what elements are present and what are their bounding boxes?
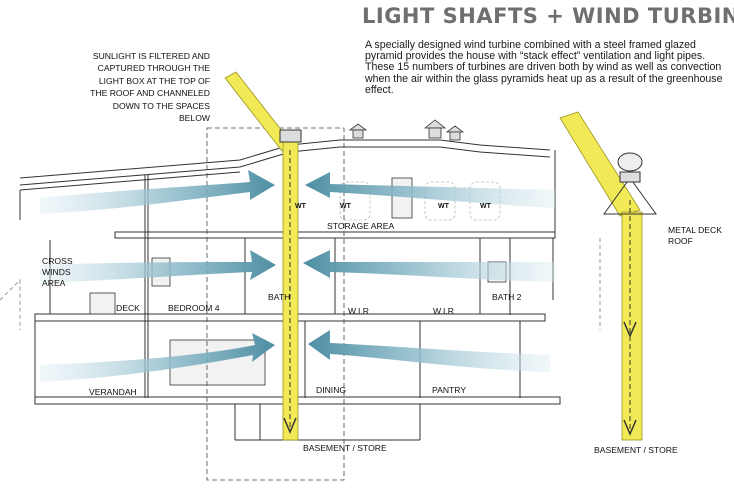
roof [19,139,551,191]
room-basement: BASEMENT / STORE [303,443,387,453]
room-bath: BATH [268,292,291,302]
light-shaft [224,71,302,441]
description-paragraph-2: These 15 numbers of turbines are driven … [365,61,723,96]
room-wir-2: W.I.R [433,306,455,316]
turbine-label-2: WT [340,203,351,210]
diagram-title: LIGHT SHAFTS + WIND TURBINES [362,4,734,28]
room-verandah: VERANDAH [89,387,137,397]
turbine-label-4: WT [480,203,491,210]
description-paragraph-1: A specially designed wind turbine combin… [365,39,706,63]
description: A specially designed wind turbine combin… [365,39,731,96]
room-dining: DINING [316,385,347,395]
wind-arrows-left [40,170,276,382]
room-bath2: BATH 2 [492,292,522,302]
sunlight-note: SUNLIGHT IS FILTERED AND CAPTURED THROUG… [90,51,210,124]
turbine-label-3: WT [438,203,449,210]
roof-turbines [348,119,465,141]
room-pantry: PANTRY [432,385,467,395]
basement [234,404,421,441]
room-storage: STORAGE AREA [327,221,395,231]
turbine-detail [559,111,657,441]
room-wir-1: W.I.R [348,306,370,316]
metal-deck-label: METAL DECK ROOF [668,225,722,246]
room-bedroom: BEDROOM 4 [168,303,220,313]
turbine-label-1: WT [295,203,306,210]
room-deck: DECK [116,303,140,313]
room-basement-detail: BASEMENT / STORE [594,445,678,455]
wind-arrows-right [303,172,555,372]
ground-line [0,278,21,330]
cross-winds-label: CROSS WINDS AREA [42,256,73,288]
